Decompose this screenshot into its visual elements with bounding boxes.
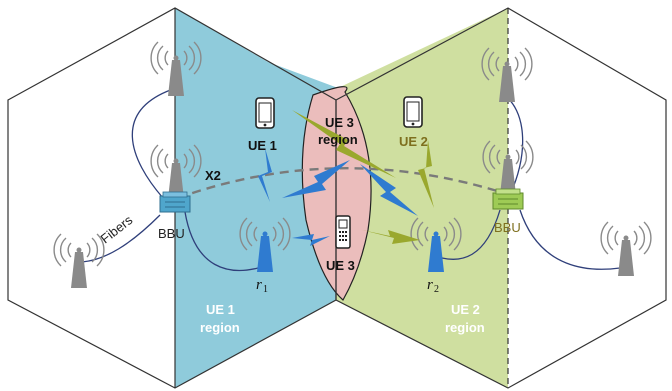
- r2-label: r 2: [427, 277, 439, 295]
- antenna-tower-icon: [53, 233, 105, 289]
- ue2-region-label-line2: region: [445, 320, 485, 335]
- ue2-label: UE 2: [399, 134, 428, 149]
- ue1-label: UE 1: [248, 138, 277, 153]
- ue1-region: [175, 8, 338, 388]
- bbu-rack-icon: [159, 191, 191, 213]
- feature-phone-icon: [335, 215, 351, 249]
- ue3-region-label-line2: region: [318, 132, 358, 147]
- ue3-label: UE 3: [326, 258, 355, 273]
- antenna-tower-icon: [600, 221, 652, 277]
- svg-text:r: r: [427, 277, 433, 293]
- bbu-right-label: BBU: [494, 220, 521, 235]
- wireless-link-icon: [258, 110, 434, 246]
- ue1-region-label-line2: region: [200, 320, 240, 335]
- svg-text:r: r: [256, 277, 262, 293]
- x2-label: X2: [205, 168, 221, 183]
- r1-label: r 1: [256, 277, 268, 295]
- ue3-region-label-line1: UE 3: [325, 115, 354, 130]
- x2-link: [177, 167, 511, 200]
- bbu-rack-icon: [492, 188, 524, 210]
- ue2-region-label-line1: UE 2: [451, 302, 480, 317]
- ue2-region: [336, 8, 508, 388]
- ue1-region-label-line1: UE 1: [206, 302, 235, 317]
- smartphone-icon: [403, 96, 423, 128]
- bbu-left-label: BBU: [158, 226, 185, 241]
- svg-text:2: 2: [434, 284, 439, 295]
- smartphone-icon: [255, 97, 275, 129]
- svg-text:1: 1: [263, 284, 268, 295]
